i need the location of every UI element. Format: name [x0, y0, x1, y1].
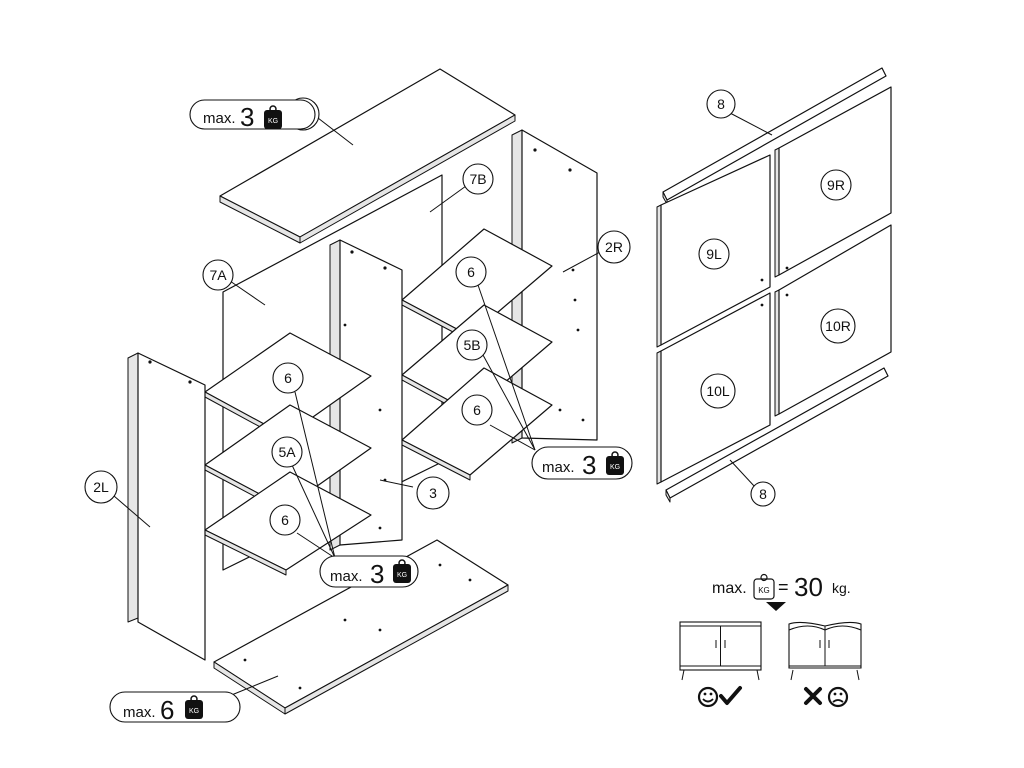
kg-weight-icon: KG [393, 559, 411, 583]
svg-text:2R: 2R [605, 239, 623, 255]
load-limit-bottom: max. 6 KG [109, 691, 241, 725]
svg-text:KG: KG [610, 464, 620, 471]
svg-text:max.: max. [203, 110, 236, 127]
kg-weight-icon: KG [264, 105, 282, 129]
cabinet-correct [679, 621, 762, 681]
doors [656, 86, 892, 485]
svg-text:8: 8 [717, 96, 725, 112]
svg-text:2L: 2L [93, 479, 109, 495]
svg-text:8: 8 [759, 486, 767, 502]
top-panel-1 [219, 68, 516, 244]
label-6-right-top: 6 [455, 256, 487, 288]
label-8-top: 8 [706, 89, 736, 119]
label-6-right-bottom: 6 [461, 394, 493, 426]
label-2R: 2R [597, 230, 631, 264]
door-labels: 8 9R 9L 10R 10L 8 [698, 89, 856, 507]
label-9R: 9R [820, 169, 852, 201]
svg-text:3: 3 [370, 559, 384, 589]
svg-text:6: 6 [467, 264, 475, 280]
kg-weight-icon: KG [185, 695, 203, 719]
right-shelves [401, 228, 553, 481]
svg-text:6: 6 [160, 695, 174, 725]
svg-text:6: 6 [473, 402, 481, 418]
svg-text:=: = [778, 577, 789, 597]
svg-text:10R: 10R [825, 318, 851, 334]
happy-face-check-icon [697, 686, 742, 708]
svg-text:10L: 10L [706, 383, 730, 399]
side-panel-2L [127, 352, 206, 661]
svg-text:3: 3 [240, 102, 254, 132]
door-rails [662, 67, 889, 503]
load-limit-top: max. 3 KG [189, 99, 316, 132]
label-10L: 10L [700, 373, 736, 409]
door-leaders [729, 112, 773, 488]
svg-text:3: 3 [582, 450, 596, 480]
svg-text:30: 30 [794, 572, 823, 602]
label-5B: 5B [456, 329, 488, 361]
label-10R: 10R [820, 308, 856, 344]
down-triangle-icon [766, 602, 786, 611]
svg-text:5B: 5B [463, 337, 480, 353]
svg-text:max.: max. [542, 459, 575, 476]
label-6-left-bottom: 6 [269, 504, 301, 536]
label-7B: 7B [462, 163, 494, 195]
svg-text:9R: 9R [827, 177, 845, 193]
label-3: 3 [416, 476, 450, 510]
label-8-bottom: 8 [750, 481, 776, 507]
svg-text:6: 6 [281, 512, 289, 528]
svg-text:9L: 9L [706, 246, 722, 262]
svg-text:7A: 7A [209, 267, 227, 283]
cabinet-overloaded [788, 621, 862, 681]
svg-text:KG: KG [397, 572, 407, 579]
load-limit-middle: max. 3 KG [319, 555, 419, 589]
svg-text:7B: 7B [469, 171, 486, 187]
leader-lines [113, 117, 601, 704]
label-2L: 2L [84, 470, 118, 504]
svg-text:max.: max. [712, 580, 747, 597]
cross-sad-face-icon [804, 686, 849, 708]
label-9L: 9L [698, 238, 730, 270]
svg-text:max.: max. [330, 568, 363, 585]
svg-text:KG: KG [758, 586, 770, 595]
load-limit-right: max. 3 KG [531, 446, 633, 480]
label-6-left-top: 6 [272, 362, 304, 394]
svg-text:3: 3 [429, 485, 437, 501]
kg-weight-icon: KG [606, 451, 624, 475]
svg-text:KG: KG [268, 118, 278, 125]
total-load: max. KG = 30 kg. [712, 572, 851, 611]
kg-weight-icon: KG [753, 573, 775, 600]
label-5A: 5A [271, 436, 303, 468]
svg-text:kg.: kg. [832, 580, 851, 596]
svg-text:6: 6 [284, 370, 292, 386]
svg-text:KG: KG [189, 708, 199, 715]
svg-text:5A: 5A [278, 444, 296, 460]
svg-text:max.: max. [123, 704, 156, 721]
label-7A: 7A [202, 259, 234, 291]
